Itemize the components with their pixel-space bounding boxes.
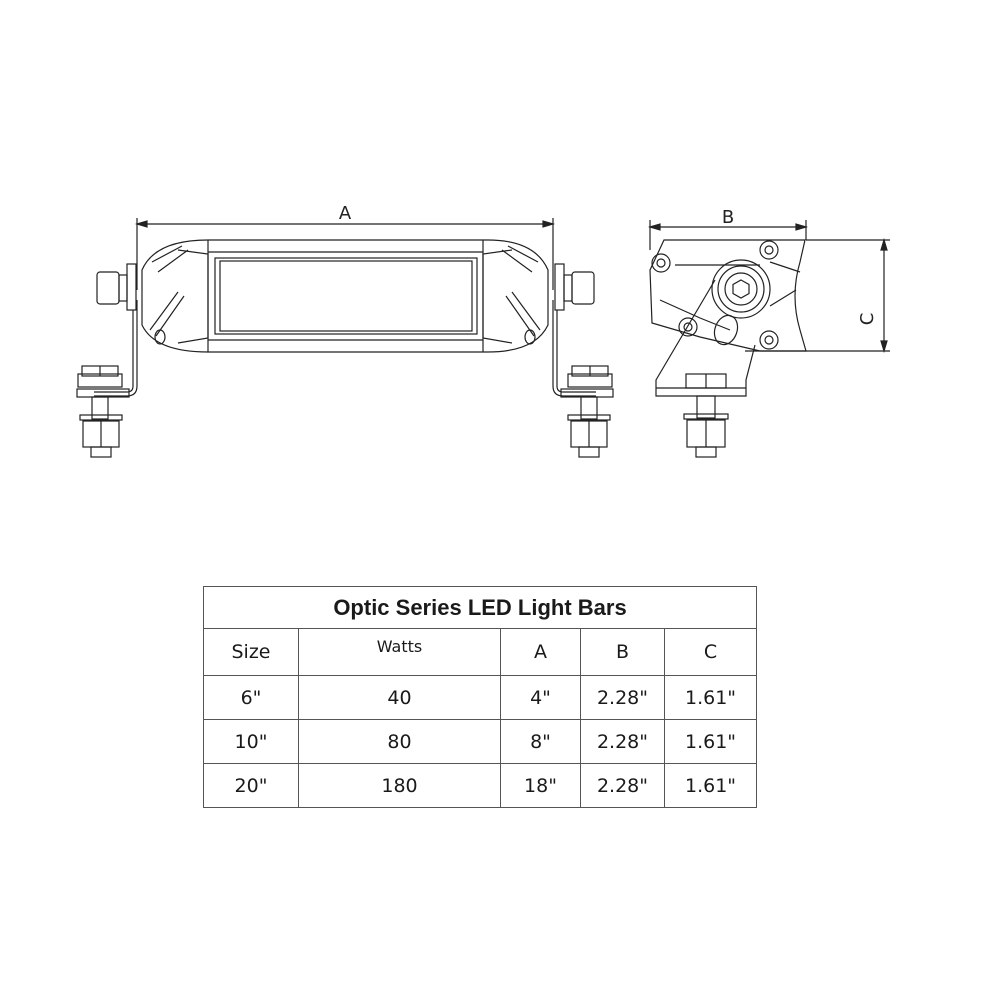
table-header-row: Size Watts A B C	[203, 628, 758, 676]
side-view	[647, 220, 890, 458]
table-row: 10" 80 8" 2.28" 1.61"	[203, 719, 758, 764]
header-c: C	[663, 628, 758, 676]
table-title-row: Optic Series LED Light Bars	[202, 586, 758, 629]
front-view	[76, 218, 614, 458]
cell-watts: 80	[298, 719, 501, 764]
cell-a: 4"	[500, 675, 581, 720]
dimension-a-label: A	[339, 203, 352, 224]
table-row: 20" 180 18" 2.28" 1.61"	[203, 763, 758, 808]
cell-watts: 180	[298, 763, 501, 808]
technical-drawing: A B C	[76, 203, 890, 458]
cell-b: 2.28"	[580, 763, 665, 808]
header-b: B	[580, 628, 665, 676]
header-size: Size	[203, 628, 299, 676]
dimension-b-label: B	[722, 207, 734, 228]
cell-size: 20"	[203, 763, 299, 808]
cell-size: 6"	[203, 675, 299, 720]
spec-table: Optic Series LED Light Bars Size Watts A…	[202, 586, 758, 808]
header-watts: Watts	[298, 628, 501, 676]
cell-c: 1.61"	[663, 719, 758, 764]
cell-watts: 40	[298, 675, 501, 720]
cell-size: 10"	[203, 719, 299, 764]
cell-b: 2.28"	[580, 675, 665, 720]
cell-c: 1.61"	[663, 763, 758, 808]
cell-b: 2.28"	[580, 719, 665, 764]
table-title: Optic Series LED Light Bars	[202, 586, 758, 629]
dimension-c-label: C	[857, 313, 878, 326]
cell-c: 1.61"	[663, 675, 758, 720]
cell-a: 8"	[500, 719, 581, 764]
cell-a: 18"	[500, 763, 581, 808]
header-a: A	[500, 628, 581, 676]
table-row: 6" 40 4" 2.28" 1.61"	[203, 675, 758, 720]
